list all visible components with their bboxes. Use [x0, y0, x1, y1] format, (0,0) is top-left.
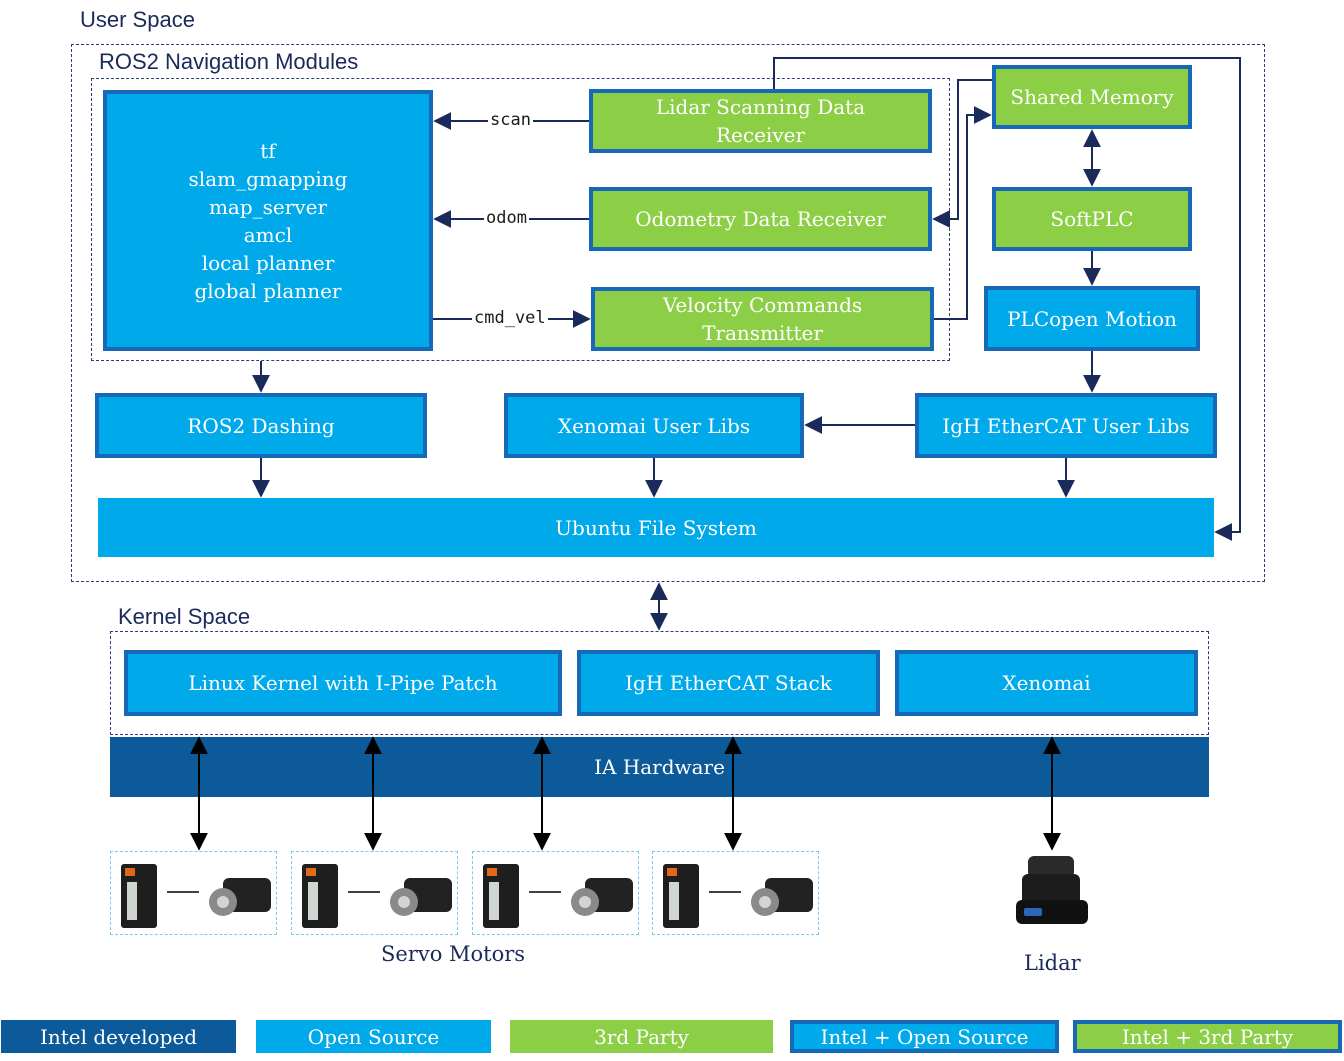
nav-modules-list: tf slam_gmapping map_server amcl local p…	[189, 137, 348, 305]
user-space-region	[71, 44, 1265, 582]
softplc-label: SoftPLC	[1050, 207, 1134, 231]
velocity-transmitter-box: Velocity Commands Transmitter	[591, 287, 934, 351]
linux-kernel-box: Linux Kernel with I-Pipe Patch	[124, 650, 562, 716]
xenomai-label: Xenomai	[1002, 671, 1091, 695]
nav-modules-box: tf slam_gmapping map_server amcl local p…	[103, 90, 433, 351]
legend-intel-third-party: Intel + 3rd Party	[1073, 1020, 1342, 1053]
igh-user-libs-box: IgH EtherCAT User Libs	[915, 393, 1217, 458]
cmd-vel-edge-label: cmd_vel	[472, 308, 548, 328]
nav-module-slam: slam_gmapping	[188, 166, 348, 191]
servo-motors-caption: Servo Motors	[381, 942, 526, 966]
xenomai-box: Xenomai	[895, 650, 1198, 716]
odometry-receiver-label: Odometry Data Receiver	[635, 207, 886, 231]
nav-module-map-server: map_server	[208, 194, 328, 219]
velocity-transmitter-label: Velocity Commands Transmitter	[662, 293, 863, 345]
shared-memory-box: Shared Memory	[992, 65, 1192, 129]
servo-drive-motor-icon	[663, 864, 813, 928]
nav-module-global-planner: global planner	[194, 278, 342, 303]
legend-third-party: 3rd Party	[510, 1020, 773, 1053]
nav-module-tf: tf	[260, 138, 276, 163]
plcopen-label: PLCopen Motion	[1007, 306, 1177, 331]
legend-intel-open-source: Intel + Open Source	[790, 1020, 1059, 1053]
igh-stack-label: IgH EtherCAT Stack	[625, 671, 832, 695]
igh-stack-box: IgH EtherCAT Stack	[577, 650, 880, 716]
lidar-icon	[1016, 856, 1088, 924]
kernel-space-region	[110, 631, 1209, 735]
servo-drive-motor-icon	[483, 864, 633, 928]
servo-drive-motor-icon	[302, 864, 452, 928]
servo-group-4	[652, 851, 819, 935]
xenomai-user-libs-label: Xenomai User Libs	[557, 413, 751, 438]
xenomai-user-libs-box: Xenomai User Libs	[504, 393, 804, 458]
ubuntu-fs-label: Ubuntu File System	[555, 515, 757, 540]
ubuntu-fs-box: Ubuntu File System	[98, 498, 1214, 557]
servo-group-1	[110, 851, 277, 935]
ros2-nav-label: ROS2 Navigation Modules	[99, 49, 359, 74]
legend-intel-developed: Intel developed	[1, 1020, 236, 1053]
odom-edge-label: odom	[484, 208, 529, 228]
igh-user-libs-label: IgH EtherCAT User Libs	[942, 413, 1190, 438]
kernel-space-label: Kernel Space	[118, 604, 251, 629]
legend-open-source-label: Open Source	[307, 1024, 440, 1049]
nav-module-local-planner: local planner	[201, 250, 335, 275]
ros2-dashing-box: ROS2 Dashing	[95, 393, 427, 458]
shm-to-odom-line	[932, 79, 992, 228]
lidar-receiver-label: Lidar Scanning Data Receiver	[655, 95, 866, 147]
legend-intel-developed-label: Intel developed	[39, 1024, 198, 1049]
ia-hardware-label: IA Hardware	[594, 755, 725, 779]
legend-open-source: Open Source	[256, 1020, 491, 1053]
nav-module-amcl: amcl	[243, 222, 293, 247]
odometry-receiver-box: Odometry Data Receiver	[589, 187, 932, 251]
ros2-dashing-label: ROS2 Dashing	[187, 413, 335, 438]
lidar-receiver-box: Lidar Scanning Data Receiver	[589, 89, 932, 153]
servo-drive-motor-icon	[121, 864, 271, 928]
legend-third-party-label: 3rd Party	[594, 1024, 689, 1049]
vel-to-shm-line	[934, 106, 992, 320]
legend-intel-third-party-label: Intel + 3rd Party	[1121, 1024, 1294, 1049]
lidar-to-ubuntu-line	[773, 57, 1241, 541]
plcopen-box: PLCopen Motion	[984, 286, 1200, 351]
scan-edge-label: scan	[488, 110, 533, 130]
ia-hardware-box: IA Hardware	[110, 737, 1209, 797]
shared-memory-label: Shared Memory	[1010, 85, 1174, 109]
legend-intel-open-source-label: Intel + Open Source	[820, 1024, 1029, 1049]
softplc-box: SoftPLC	[992, 187, 1192, 251]
servo-group-2	[291, 851, 458, 935]
lidar-caption: Lidar	[1024, 951, 1081, 975]
user-space-label: User Space	[80, 7, 195, 32]
linux-kernel-label: Linux Kernel with I-Pipe Patch	[188, 671, 498, 695]
servo-group-3	[472, 851, 639, 935]
